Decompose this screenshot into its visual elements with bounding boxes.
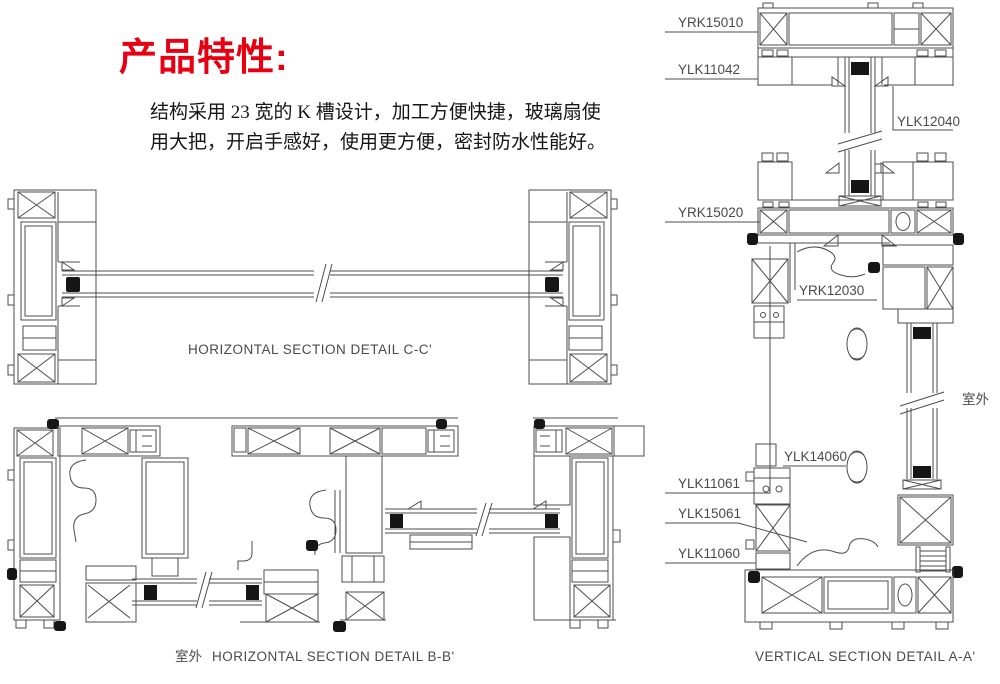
- bb-handle-profile: [69, 459, 97, 543]
- caption-section-aa: VERTICAL SECTION DETAIL A-A': [755, 649, 976, 664]
- part-label-ylk11060: YLK11060: [678, 546, 740, 561]
- aa-upper-glass-unit: [837, 57, 883, 207]
- caption-section-cc: HORIZONTAL SECTION DETAIL C-C': [188, 342, 432, 357]
- aa-transom: [747, 152, 964, 247]
- caption-section-bb: HORIZONTAL SECTION DETAIL B-B': [212, 649, 455, 664]
- bb-upper-glass-break-symbol: [475, 502, 493, 537]
- bb-left-jamb: [7, 419, 97, 631]
- aa-lower-glass-unit: [899, 323, 945, 490]
- aa-sill: [744, 569, 954, 630]
- section-cc-drawing: [7, 189, 618, 385]
- bb-upper-glass-unit: [385, 500, 560, 550]
- aa-sash-bottom-rail: [897, 494, 963, 578]
- aa-round-tube-profile: [846, 327, 868, 361]
- section-aa-drawing: [665, 2, 964, 630]
- outdoor-label-aa: 室外: [962, 391, 990, 407]
- aa-lower-glass-break-symbol: [899, 391, 945, 415]
- aa-mid-profiles: [751, 243, 954, 361]
- page-title: 产品特性:: [119, 37, 289, 79]
- bb-interlock-mullion: [333, 455, 386, 632]
- part-label-yrk12030: YRK12030: [799, 283, 864, 298]
- part-label-ylk14060: YLK14060: [784, 449, 847, 464]
- aa-leader-lines: [665, 31, 953, 564]
- aa-handle-profile-2: [796, 538, 879, 567]
- part-label-ylk11042: YLK11042: [678, 62, 740, 77]
- bb-right-mullion: [533, 419, 645, 629]
- part-label-yrk15020: YRK15020: [678, 205, 743, 220]
- part-label-ylk12040: YLK12040: [897, 114, 960, 129]
- aa-brush-seal: [920, 550, 946, 572]
- description-line-2: 用大把，开启手感好，使用更方便，密封防水性能好。: [150, 132, 607, 153]
- cc-glass-unit: [62, 263, 563, 303]
- bb-sash-stile-left: [85, 457, 189, 623]
- part-label-ylk11061: YLK11061: [678, 476, 740, 491]
- part-label-ylk15061: YLK15061: [678, 506, 741, 521]
- outdoor-label-bb: 室外: [175, 648, 202, 664]
- aa-top-frame: [757, 2, 954, 87]
- bb-top-rail-center: [231, 419, 459, 457]
- cc-glass-break-symbol: [315, 263, 333, 303]
- aa-upper-glass-break-symbol: [837, 130, 883, 153]
- bb-handle-profile-2: [309, 489, 337, 556]
- aa-lower-left-strip: [745, 443, 879, 583]
- aa-round-tube-profile-2: [846, 450, 868, 484]
- feature-description: 结构采用 23 宽的 K 槽设计，加工方便快捷，玻璃扇使 用大把，开启手感好，使…: [150, 98, 620, 158]
- cc-jamb-profile-mirrored: [528, 189, 618, 385]
- bb-top-rail-left: [57, 425, 161, 457]
- description-line-1: 结构采用 23 宽的 K 槽设计，加工方便快捷，玻璃扇使: [150, 102, 601, 123]
- bb-meeting-stile: [237, 489, 341, 623]
- bb-lower-glass-break-symbol: [195, 571, 213, 609]
- aa-handle-profile: [796, 246, 866, 278]
- section-bb-drawing: [7, 417, 645, 632]
- bb-lower-glass-unit: [132, 571, 262, 609]
- part-label-yrk15010: YRK15010: [678, 15, 743, 30]
- cc-jamb-profile: [7, 189, 97, 385]
